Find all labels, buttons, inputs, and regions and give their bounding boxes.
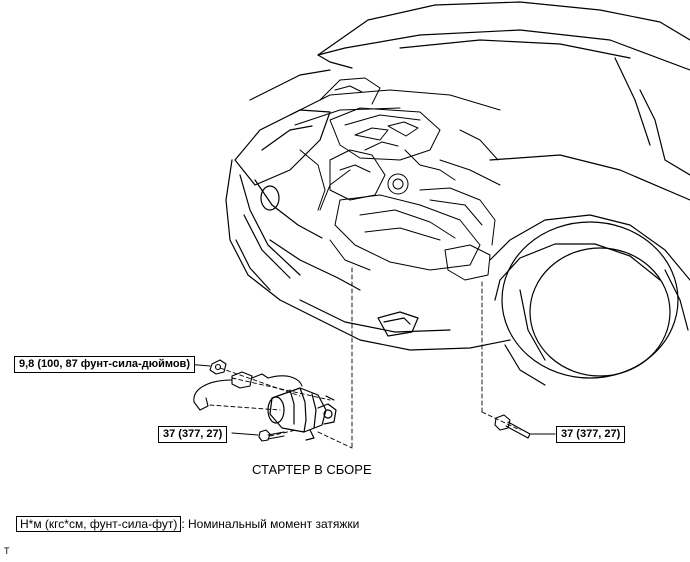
figure-code: T (4, 546, 10, 556)
nut-upper (209, 359, 227, 375)
legend-units-box: Н*м (кгс*см, фунт-сила-фут) (16, 516, 182, 532)
torque-legend: Н*м (кгс*см, фунт-сила-фут): Номинальный… (16, 515, 359, 533)
starter-motor-part (267, 387, 337, 441)
torque-callout-bolt-left: 37 (377, 27) (158, 426, 228, 443)
torque-callout-nut: 9,8 (100, 87 фунт-сила-дюймов) (14, 356, 195, 373)
leader-lines (209, 267, 521, 449)
wire-harness-connector (193, 371, 303, 411)
bolt-lower-left (258, 429, 285, 442)
starter-assembly-label: СТАРТЕР В СБОРЕ (252, 462, 372, 477)
engine (289, 77, 501, 281)
torque-callout-bolt-right: 37 (377, 27) (556, 426, 626, 443)
callout-connectors (185, 363, 556, 436)
legend-description: : Номинальный момент затяжки (181, 517, 360, 531)
car-body (225, 1, 690, 386)
bolt-right (494, 414, 531, 439)
